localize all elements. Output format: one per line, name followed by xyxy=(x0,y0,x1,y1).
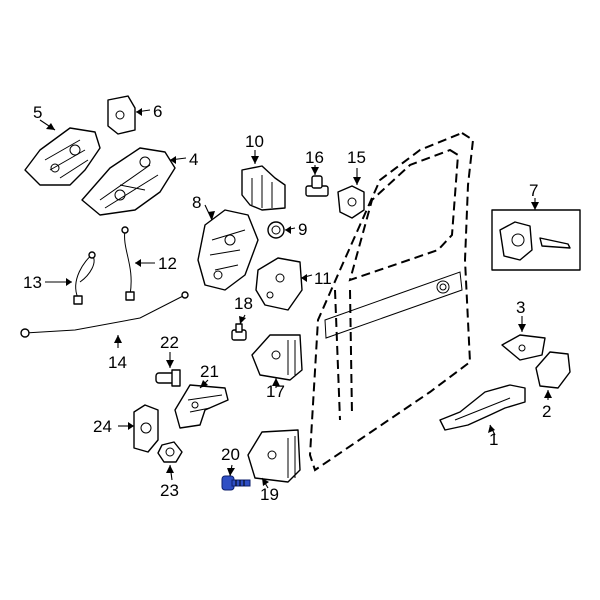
callout-9: 9 xyxy=(298,220,307,239)
callout-15: 15 xyxy=(347,148,366,167)
part-7-lock-cylinder-kit xyxy=(491,209,581,271)
callout-19: 19 xyxy=(260,485,279,504)
callout-6: 6 xyxy=(153,102,162,121)
leader-arrowheads xyxy=(46,108,552,486)
part-12-cable xyxy=(121,226,135,301)
part-16-stud xyxy=(305,175,329,197)
callout-labels: 5 6 4 7 8 9 10 11 12 13 14 16 15 17 18 1… xyxy=(23,102,551,504)
part-11-inner-plate xyxy=(255,257,303,311)
callout-20: 20 xyxy=(221,445,240,464)
door-shell xyxy=(308,131,475,472)
part-9-grommet xyxy=(267,221,285,239)
callout-8: 8 xyxy=(192,193,201,212)
callout-5: 5 xyxy=(33,103,42,122)
part-3-handle-cap xyxy=(501,334,546,361)
part-18-bolt xyxy=(231,323,247,341)
callout-21: 21 xyxy=(200,362,219,381)
callout-3: 3 xyxy=(516,298,525,317)
part-15-striker xyxy=(337,185,365,219)
part-13-cable xyxy=(73,251,96,305)
callout-23: 23 xyxy=(160,481,179,500)
part-23-nut xyxy=(157,441,183,463)
callout-7: 7 xyxy=(529,181,538,200)
callout-4: 4 xyxy=(189,150,198,169)
callout-16: 16 xyxy=(305,148,324,167)
callout-14: 14 xyxy=(108,353,127,372)
callout-24: 24 xyxy=(93,417,112,436)
callout-17: 17 xyxy=(266,382,285,401)
part-5-lock-housing xyxy=(24,127,101,186)
callout-22: 22 xyxy=(160,333,179,352)
callout-1: 1 xyxy=(489,430,498,449)
callout-10: 10 xyxy=(245,132,264,151)
callout-11: 11 xyxy=(314,269,332,288)
part-20-bolt-highlighted xyxy=(221,475,251,491)
part-4-latch-assembly xyxy=(81,147,176,216)
callout-12: 12 xyxy=(158,254,177,273)
part-24-bumper xyxy=(133,404,159,453)
callout-13: 13 xyxy=(23,273,42,292)
part-17-upper-hinge xyxy=(251,334,303,381)
part-1-outside-handle xyxy=(439,384,526,431)
part-2-end-cap xyxy=(535,351,571,389)
callout-18: 18 xyxy=(234,294,253,313)
callout-2: 2 xyxy=(542,402,551,421)
part-10-cover xyxy=(241,165,286,211)
part-14-rod xyxy=(20,291,189,338)
part-22-bolt xyxy=(155,369,181,387)
part-21-door-check xyxy=(174,384,229,429)
part-6-bracket xyxy=(107,95,136,135)
part-8-lock-actuator xyxy=(197,209,259,291)
part-19-lower-hinge xyxy=(247,429,301,483)
